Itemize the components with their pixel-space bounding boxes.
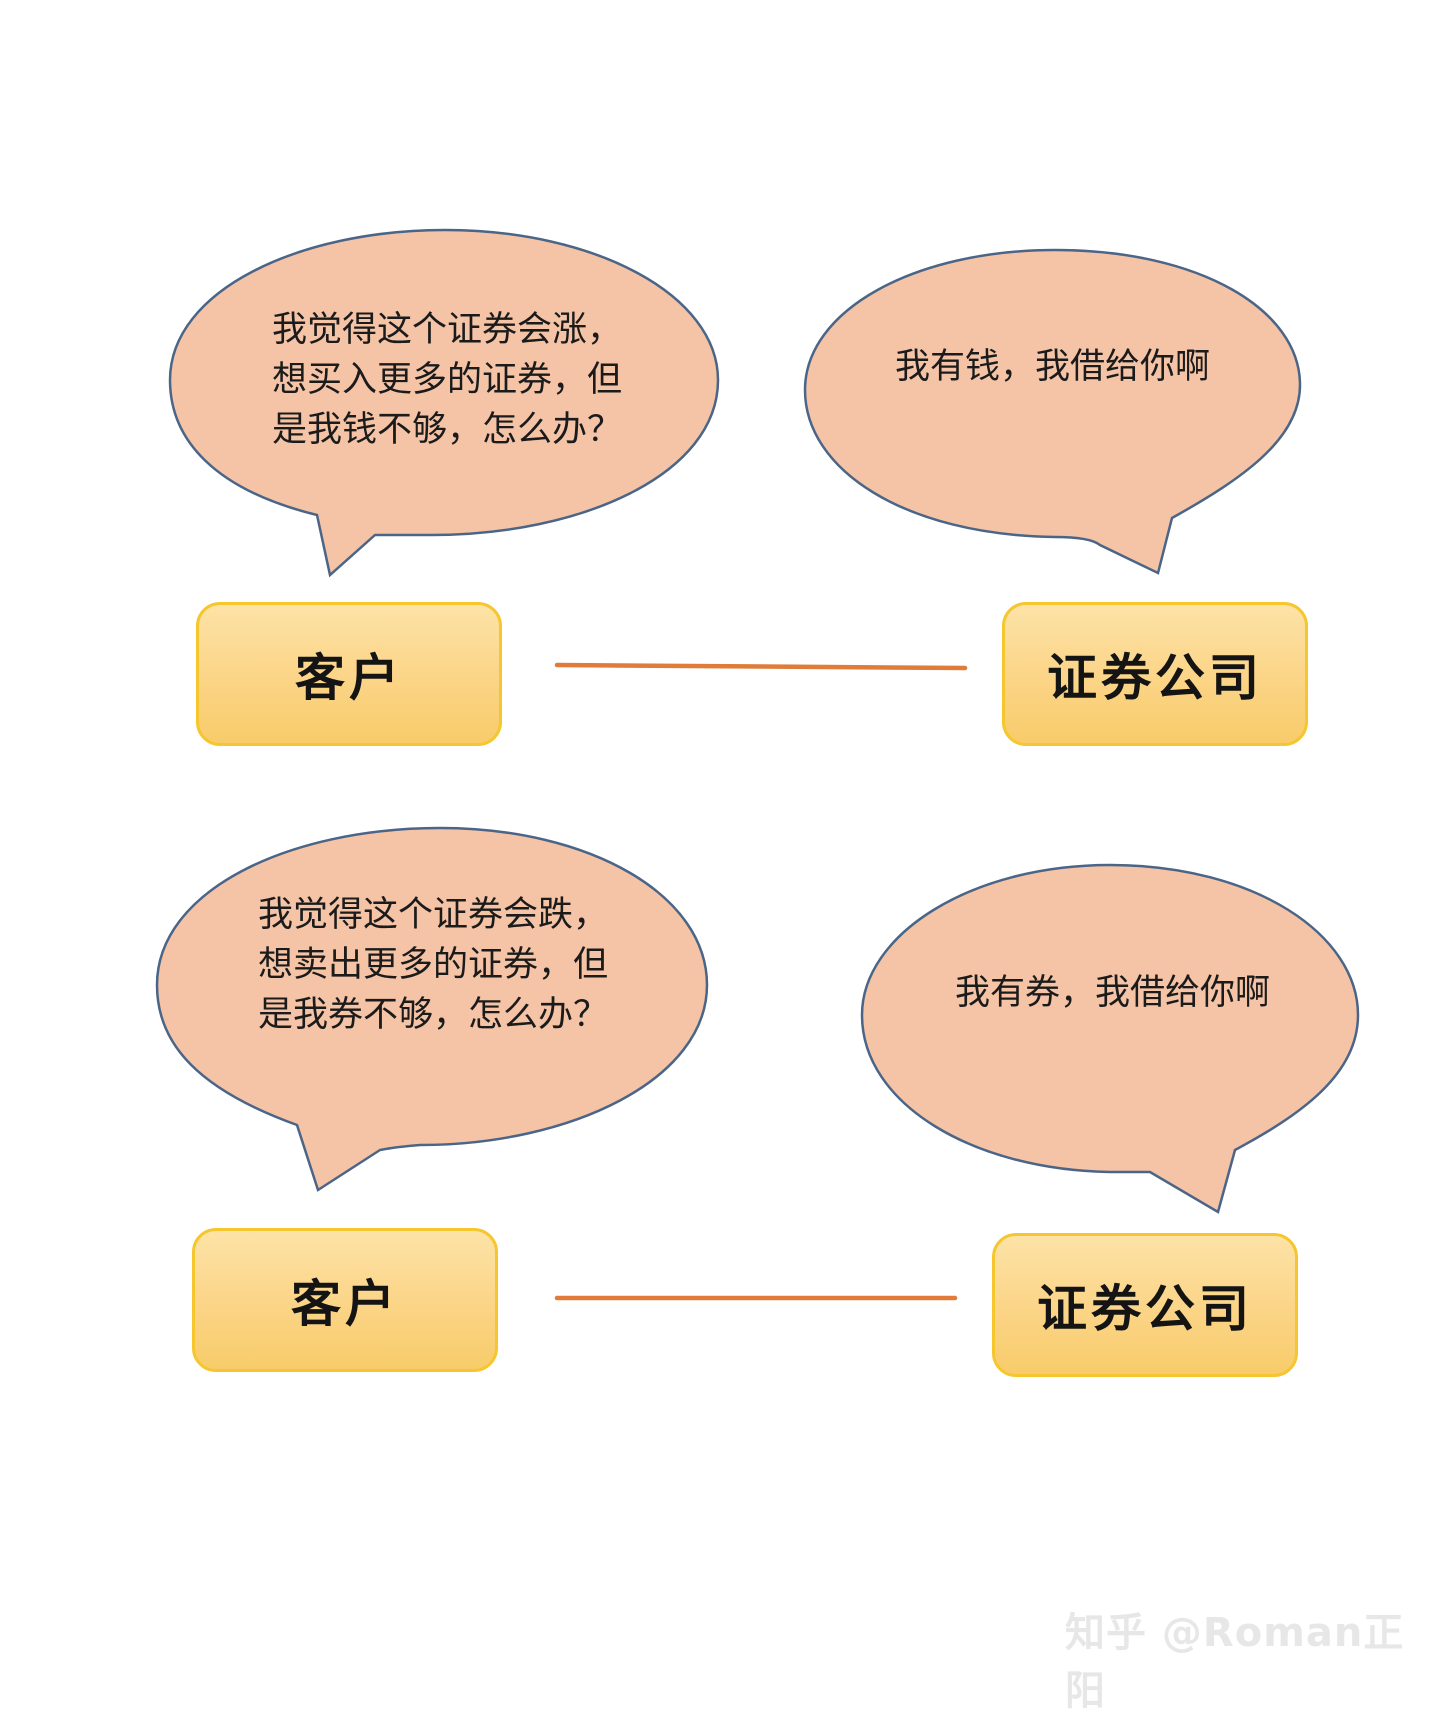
broker-speech-bubble-bottom: [860, 863, 1360, 1214]
client-speech-bubble-top: [168, 228, 720, 578]
broker-bubble-text-bottom: 我有券，我借给你啊: [955, 973, 1271, 1013]
broker-box-bottom: 证券公司: [992, 1233, 1298, 1377]
client-bubble-text-top: 我觉得这个证券会涨，想买入更多的证券，但是我钱不够，怎么办？: [272, 310, 623, 450]
diagram-canvas: [155, 228, 1360, 1301]
client-box-top: 客户: [196, 602, 502, 746]
broker-box-top: 证券公司: [1002, 602, 1308, 746]
watermark-text: 知乎 @Roman正阳: [1065, 1610, 1405, 1714]
broker-speech-bubble-top: [803, 248, 1302, 575]
client-box-bottom: 客户: [192, 1228, 498, 1372]
connector-line-top: [554, 662, 968, 671]
client-speech-bubble-bottom: [155, 826, 709, 1192]
client-bubble-text-bottom: 我觉得这个证券会跌，想卖出更多的证券，但是我券不够，怎么办？: [258, 895, 609, 1035]
broker-bubble-text-top: 我有钱，我借给你啊: [895, 347, 1211, 387]
